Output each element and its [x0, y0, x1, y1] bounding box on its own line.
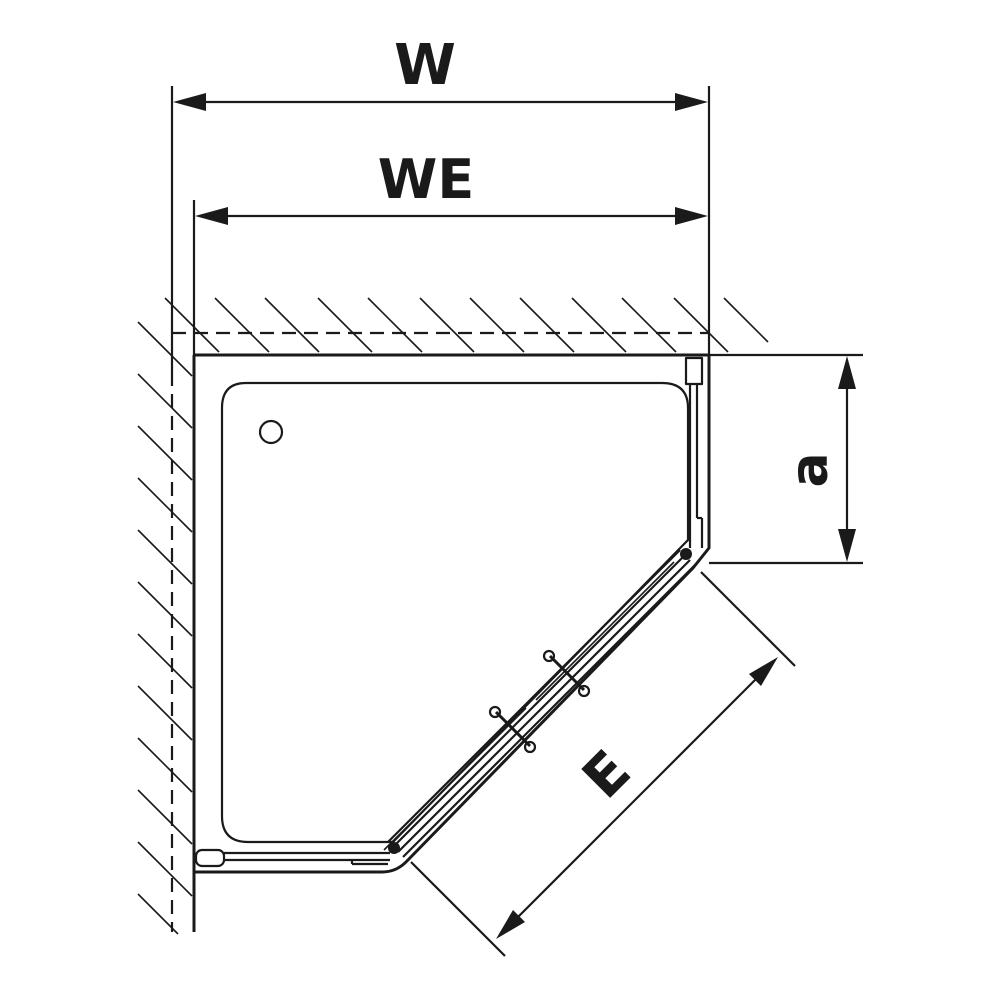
diagonal-door-panels: [383, 548, 696, 858]
left-wall-hatching: [137, 321, 193, 935]
dimension-we-label: WE: [378, 148, 474, 211]
right-wall-profile: [684, 356, 704, 386]
dimension-we-arrow-right: [675, 207, 708, 225]
drain-icon: [258, 419, 284, 445]
dimension-a-arrow-bottom: [838, 529, 856, 562]
left-wall-profile: [194, 848, 226, 868]
top-hinge-point: [680, 548, 692, 560]
dimension-w: W: [170, 33, 711, 372]
bottom-hinge-point: [388, 842, 400, 854]
dimension-a-label: a: [780, 452, 840, 487]
door-handle-upper: [542, 649, 591, 698]
door-handle-lower: [488, 705, 537, 754]
shower-tray-inner-basin: [220, 381, 690, 844]
dimension-e-bottom-extension: [410, 861, 506, 957]
dimension-e-line: [499, 660, 775, 936]
dimension-e-arrow-bottom: [496, 910, 525, 939]
bottom-side-panel: [194, 848, 390, 868]
top-wall-hatching: [164, 297, 769, 353]
right-side-panel: [684, 356, 704, 548]
dimension-e-top-extension: [700, 571, 796, 667]
dimension-a: a: [709, 353, 863, 565]
dimension-w-arrow-right: [675, 93, 708, 111]
dimension-e-arrow-top: [749, 657, 778, 686]
dimension-we-arrow-left: [195, 207, 228, 225]
dimension-w-arrow-left: [173, 93, 206, 111]
shower-tray-outline: [194, 353, 711, 874]
dimension-a-arrow-top: [838, 356, 856, 389]
dimension-e-label: E: [570, 738, 643, 811]
dimension-we: WE: [192, 148, 708, 372]
dimension-w-label: W: [394, 33, 456, 98]
